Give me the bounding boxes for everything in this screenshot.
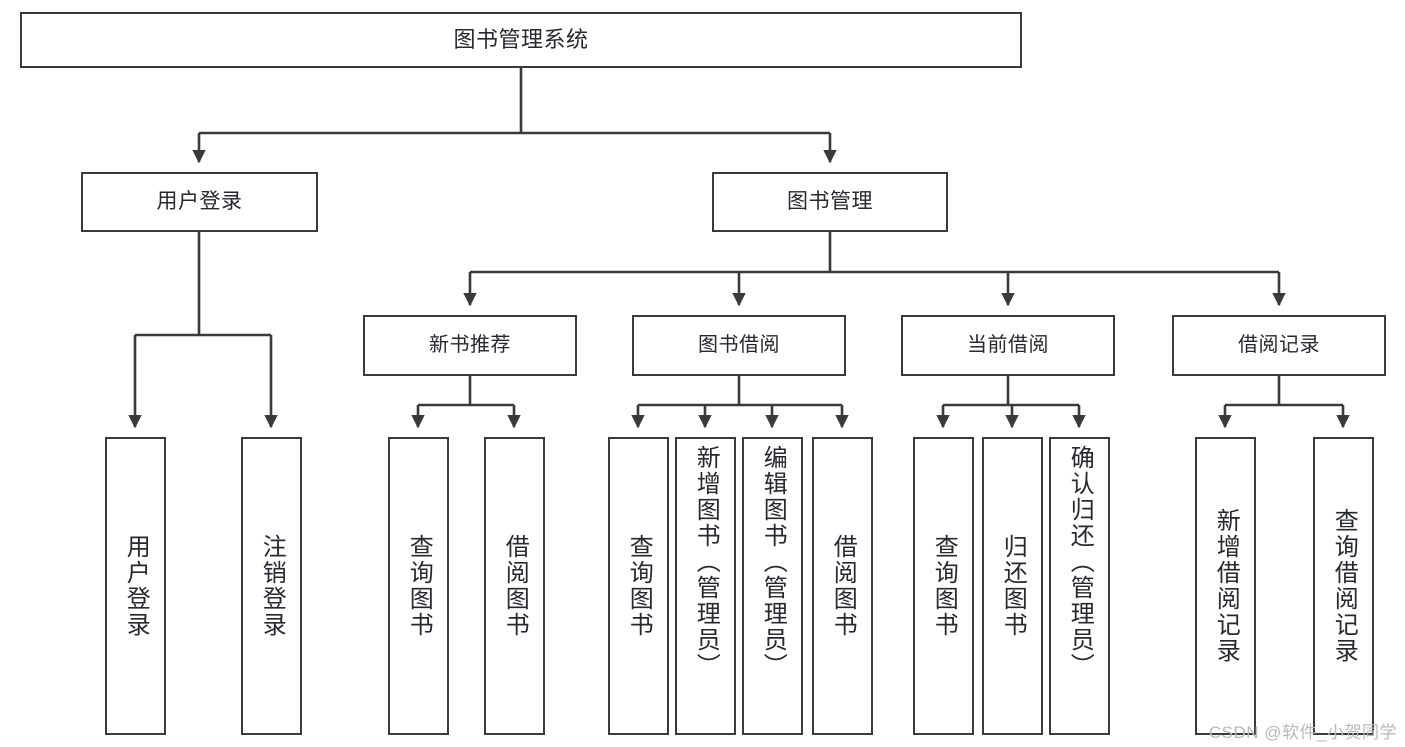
node-label: 新书推荐	[429, 334, 511, 357]
node-new-book-recommend[interactable]: 新书推荐	[363, 315, 577, 376]
leaf-borrow-book-recommend[interactable]: 借阅图书	[484, 437, 545, 735]
csdn-watermark: CSDN @软件_小贺同学	[1208, 723, 1397, 742]
leaf-label: 查询图书	[625, 534, 653, 638]
node-label: 图书借阅	[698, 334, 780, 357]
leaf-user-login[interactable]: 用户登录	[105, 437, 166, 735]
leaf-label: 编辑图书（管理员）	[759, 445, 787, 679]
leaf-edit-book-admin[interactable]: 编辑图书（管理员）	[742, 437, 803, 735]
leaf-label: 归还图书	[999, 534, 1027, 638]
leaf-label: 查询图书	[930, 534, 958, 638]
leaf-label: 确认归还（管理员）	[1066, 445, 1094, 679]
leaf-label: 新增借阅记录	[1212, 508, 1240, 664]
node-label: 图书管理	[787, 190, 873, 214]
leaf-borrow-book[interactable]: 借阅图书	[812, 437, 873, 735]
node-label: 当前借阅	[967, 334, 1049, 357]
leaf-label: 查询借阅记录	[1330, 508, 1358, 664]
node-label: 借阅记录	[1238, 334, 1320, 357]
node-book-management[interactable]: 图书管理	[712, 172, 948, 232]
leaf-label: 注销登录	[258, 534, 286, 638]
leaf-confirm-return-admin[interactable]: 确认归还（管理员）	[1049, 437, 1110, 735]
node-current-borrow[interactable]: 当前借阅	[901, 315, 1115, 376]
leaf-label: 用户登录	[122, 534, 150, 638]
leaf-label: 借阅图书	[829, 534, 857, 638]
node-label: 图书管理系统	[453, 26, 589, 52]
node-book-borrow[interactable]: 图书借阅	[632, 315, 846, 376]
leaf-add-borrow-record[interactable]: 新增借阅记录	[1195, 437, 1256, 735]
leaf-label: 借阅图书	[501, 534, 529, 638]
leaf-query-book-current[interactable]: 查询图书	[913, 437, 974, 735]
leaf-query-book-recommend[interactable]: 查询图书	[388, 437, 449, 735]
leaf-query-borrow-record[interactable]: 查询借阅记录	[1313, 437, 1374, 735]
node-borrow-record[interactable]: 借阅记录	[1172, 315, 1386, 376]
leaf-label: 新增图书（管理员）	[692, 445, 720, 679]
leaf-query-book-borrow[interactable]: 查询图书	[608, 437, 669, 735]
node-root-library-system[interactable]: 图书管理系统	[20, 12, 1022, 68]
leaf-label: 查询图书	[405, 534, 433, 638]
leaf-add-book-admin[interactable]: 新增图书（管理员）	[675, 437, 736, 735]
leaf-return-book[interactable]: 归还图书	[982, 437, 1043, 735]
node-user-login[interactable]: 用户登录	[81, 172, 318, 232]
node-label: 用户登录	[156, 190, 243, 214]
leaf-logout[interactable]: 注销登录	[241, 437, 302, 735]
